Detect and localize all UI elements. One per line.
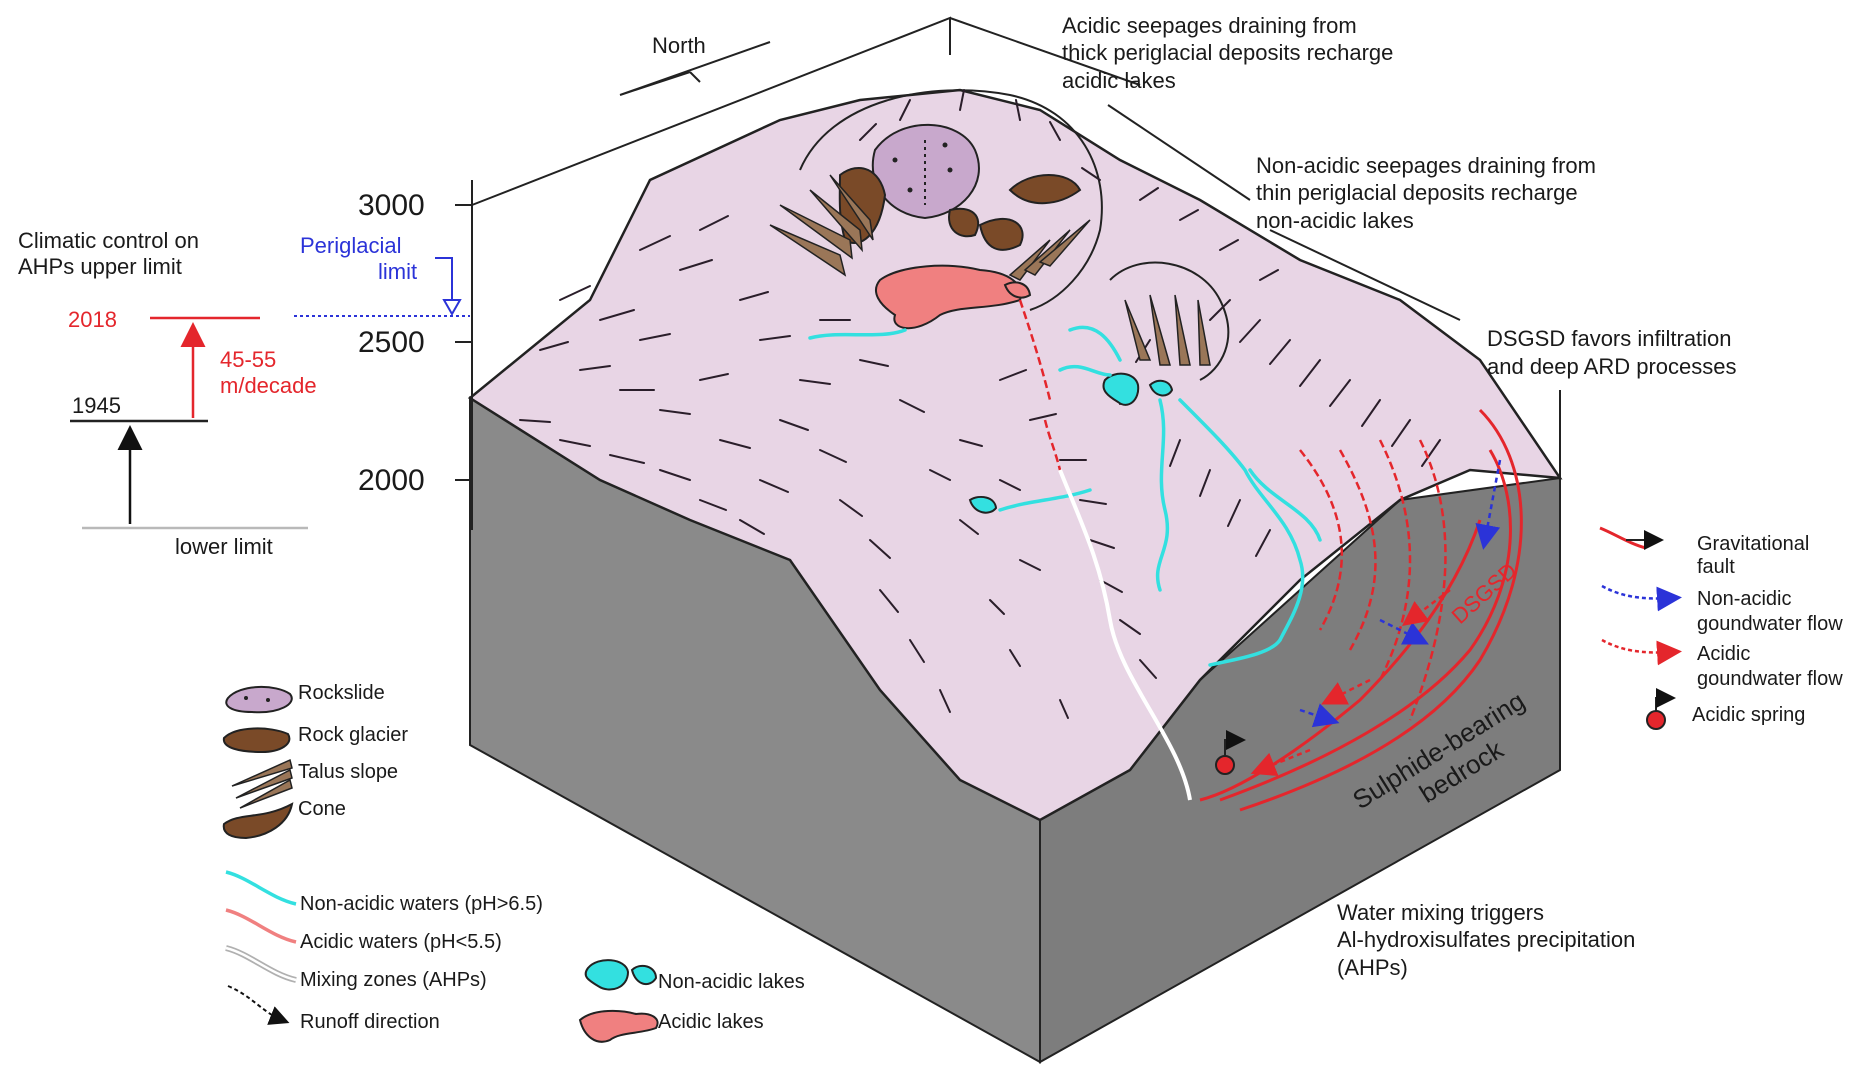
acidic-lake-icon <box>580 1011 658 1042</box>
svg-text:2000: 2000 <box>358 464 425 497</box>
runoff-arrow-icon <box>228 986 282 1020</box>
svg-text:2500: 2500 <box>358 326 425 359</box>
annotation-dsgsd: DSGSD favors infiltration and deep ARD p… <box>1487 326 1737 379</box>
svg-text:Acidic lakes: Acidic lakes <box>658 1011 764 1033</box>
svg-text:non-acidic lakes: non-acidic lakes <box>1256 208 1414 233</box>
svg-text:Mixing zones (AHPs): Mixing zones (AHPs) <box>300 969 487 991</box>
mixing-zone-line-icon <box>226 948 296 980</box>
svg-text:Climatic control on: Climatic control on <box>18 228 199 253</box>
svg-text:Acidic spring: Acidic spring <box>1692 704 1805 726</box>
annotation-acidic-seepages: Acidic seepages draining from thick peri… <box>1062 13 1393 93</box>
svg-text:Non-acidic: Non-acidic <box>1697 588 1791 610</box>
legend-lakes: Non-acidic lakes Acidic lakes <box>580 960 805 1042</box>
svg-text:2018: 2018 <box>68 307 117 332</box>
svg-text:3000: 3000 <box>358 189 425 222</box>
svg-text:Acidic: Acidic <box>1697 643 1750 665</box>
svg-text:thin periglacial deposits rech: thin periglacial deposits recharge <box>1256 180 1578 205</box>
svg-text:Non-acidic waters (pH>6.5): Non-acidic waters (pH>6.5) <box>300 893 543 915</box>
svg-text:thick periglacial deposits rec: thick periglacial deposits recharge <box>1062 40 1393 65</box>
cone-icon <box>224 804 292 838</box>
talus-slope-icon <box>232 760 292 808</box>
climatic-control: Climatic control on AHPs upper limit 201… <box>18 228 317 559</box>
svg-text:Acidic seepages draining from: Acidic seepages draining from <box>1062 13 1357 38</box>
svg-text:lower limit: lower limit <box>175 534 273 559</box>
svg-text:(AHPs): (AHPs) <box>1337 955 1408 980</box>
rock-glacier-icon <box>224 728 290 752</box>
annotation-nonacidic-seepages: Non-acidic seepages draining from thin p… <box>1256 153 1596 233</box>
svg-text:Cone: Cone <box>298 798 346 820</box>
acidic-flow-icon <box>1602 640 1672 653</box>
svg-text:DSGSD favors infiltration: DSGSD favors infiltration <box>1487 326 1732 351</box>
svg-text:fault: fault <box>1697 556 1735 578</box>
svg-text:Rockslide: Rockslide <box>298 682 385 704</box>
svg-text:Rock glacier: Rock glacier <box>298 724 408 746</box>
acidic-spring-icon <box>1647 698 1668 729</box>
svg-text:Periglacial: Periglacial <box>300 233 402 258</box>
non-acidic-lake-icon <box>586 960 656 989</box>
svg-text:goundwater flow: goundwater flow <box>1697 613 1843 635</box>
svg-text:and deep ARD processes: and deep ARD processes <box>1487 354 1737 379</box>
north-arrow: North <box>620 33 770 95</box>
svg-text:limit: limit <box>378 259 417 284</box>
periglacial-limit: Periglacial limit <box>294 233 470 316</box>
non-acidic-water-line-icon <box>226 872 296 904</box>
svg-text:Acidic waters (pH<5.5): Acidic waters (pH<5.5) <box>300 931 502 953</box>
svg-text:Non-acidic lakes: Non-acidic lakes <box>658 971 805 993</box>
svg-text:acidic lakes: acidic lakes <box>1062 68 1176 93</box>
svg-text:Non-acidic seepages draining f: Non-acidic seepages draining from <box>1256 153 1596 178</box>
svg-text:goundwater flow: goundwater flow <box>1697 668 1843 690</box>
rockslide-icon <box>226 687 292 712</box>
legend-right: Gravitational fault Non-acidic goundwate… <box>1600 528 1843 729</box>
svg-text:AHPs upper limit: AHPs upper limit <box>18 254 182 279</box>
non-acidic-flow-icon <box>1602 586 1672 599</box>
svg-text:Runoff direction: Runoff direction <box>300 1011 440 1033</box>
acidic-water-line-icon <box>226 910 296 942</box>
svg-text:m/decade: m/decade <box>220 373 317 398</box>
annotation-water-mixing: Water mixing triggers Al-hydroxisulfates… <box>1337 900 1635 980</box>
svg-text:North: North <box>652 33 706 58</box>
svg-text:Water mixing triggers: Water mixing triggers <box>1337 900 1544 925</box>
svg-text:Gravitational: Gravitational <box>1697 533 1809 555</box>
svg-text:Talus slope: Talus slope <box>298 761 398 783</box>
gravitational-fault-icon <box>1600 528 1656 548</box>
svg-text:1945: 1945 <box>72 393 121 418</box>
svg-text:45-55: 45-55 <box>220 347 276 372</box>
svg-text:Al-hydroxisulfates precipitati: Al-hydroxisulfates precipitation <box>1337 927 1635 952</box>
